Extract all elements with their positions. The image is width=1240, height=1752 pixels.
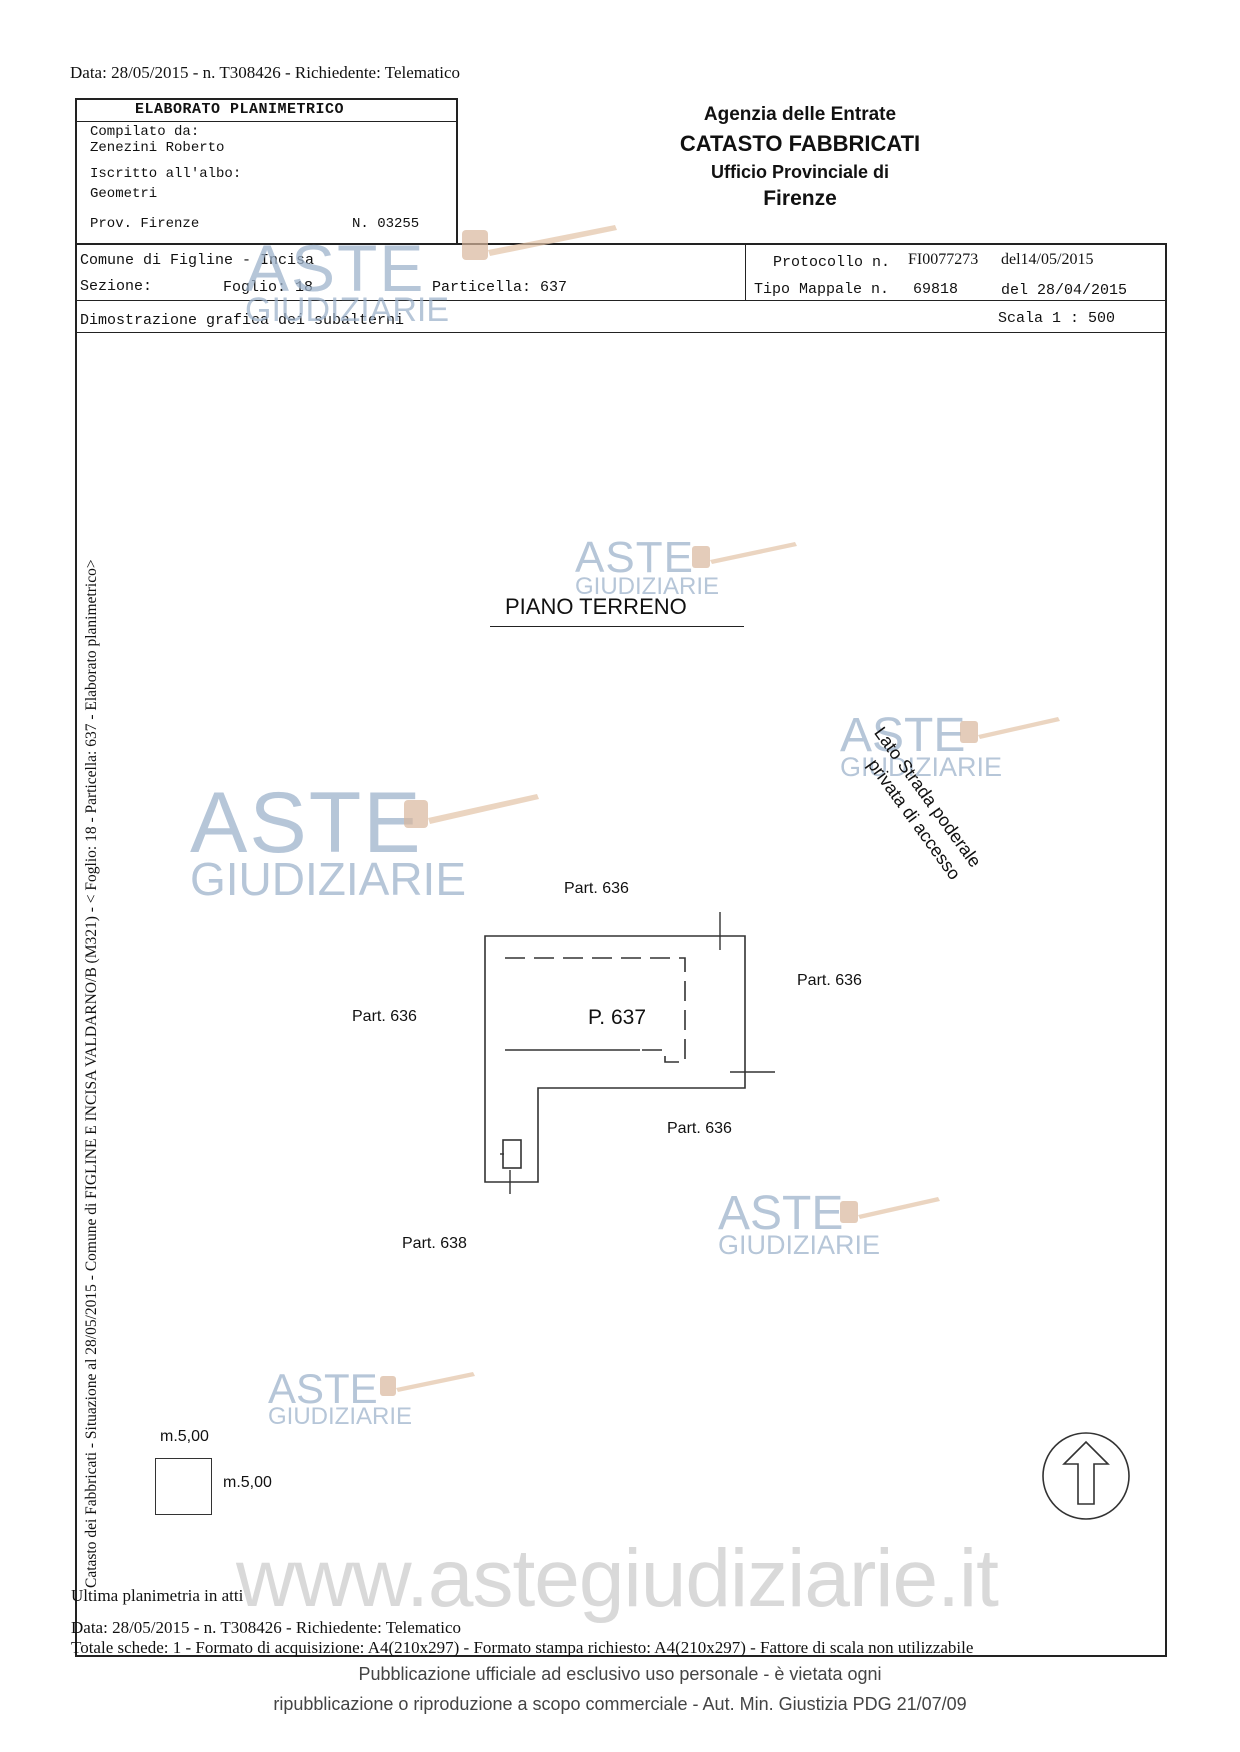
protocollo-label: Protocollo n. [773, 254, 891, 271]
building-footprint-dashed [505, 957, 686, 1063]
frame-main-top [75, 243, 1167, 245]
scale: Scala 1 : 500 [998, 310, 1116, 327]
gavel-watermark-icon [462, 225, 617, 260]
frame-main-right [1165, 243, 1167, 1657]
publication-notice-2: ripubblicazione o riproduzione a scopo c… [273, 1694, 967, 1714]
elaborato-title: ELABORATO PLANIMETRICO [135, 101, 345, 118]
info-row-divider-2 [75, 332, 1167, 333]
footer-data: Data: 28/05/2015 - n. T308426 - Richiede… [71, 1618, 462, 1637]
compilato-label: Compilato da: [90, 124, 200, 140]
protocollo-date: del14/05/2015 [1001, 251, 1094, 268]
plan-title-underline [490, 626, 744, 627]
parcel-plan-drawing [484, 912, 775, 1194]
tipo-mappale-label: Tipo Mappale n. [754, 281, 890, 298]
agency-office: Ufficio Provinciale di [710, 162, 890, 182]
frame-main-left [75, 243, 77, 1657]
gavel-watermark-icon [404, 794, 539, 828]
part-label-bottom-right: Part. 636 [667, 1120, 732, 1137]
compilato-name: Zenezini Roberto [90, 140, 225, 156]
gavel-watermark-icon [692, 542, 797, 568]
frame-top-left [75, 98, 458, 100]
part-label-top: Part. 636 [564, 880, 629, 897]
north-arrow-icon [1042, 1432, 1130, 1520]
watermark-giudiziarie-word: GIUDIZIARIE [190, 853, 467, 905]
protocollo-value: FI0077273 [908, 251, 979, 268]
frame-main-bottom [75, 1655, 1167, 1657]
particella: Particella: 637 [432, 279, 568, 296]
footer-ultima: Ultima planimetria in atti [71, 1586, 244, 1605]
comune: Comune di Figline - Incisa [80, 252, 315, 269]
foglio: Foglio: 18 [223, 279, 314, 296]
dimostrazione: Dimostrazione grafica dei subalterni [80, 312, 405, 329]
part-label-bottom-left: Part. 638 [402, 1235, 467, 1252]
iscritto-label: Iscritto all'albo: [90, 166, 242, 182]
gavel-watermark-icon [960, 717, 1060, 743]
agency-name: Agenzia delle Entrate [703, 104, 897, 125]
registration-number: N. 03255 [352, 216, 420, 232]
parcel-label: P. 637 [588, 1006, 647, 1029]
info-row-divider-1 [75, 300, 1167, 301]
info-col-divider [745, 243, 746, 300]
header-request-line: Data: 28/05/2015 - n. T308426 - Richiede… [70, 63, 461, 82]
agency-city: Firenze [763, 187, 837, 210]
part-label-left: Part. 636 [352, 1008, 417, 1025]
agency-catasto: CATASTO FABBRICATI [679, 131, 921, 156]
side-catasto-text: Catasto dei Fabbricati - Situazione al 2… [83, 559, 100, 1588]
scale-square [155, 1458, 212, 1515]
scale-horizontal-label: m.5,00 [160, 1428, 209, 1445]
iscritto-value: Geometri [90, 186, 158, 202]
frame-left [75, 98, 77, 244]
gavel-watermark-icon [840, 1197, 940, 1223]
part-label-right: Part. 636 [797, 972, 862, 989]
watermark-url: www.astegiudiziarie.it [236, 1533, 999, 1624]
gavel-watermark-icon [380, 1372, 475, 1396]
tipo-mappale-date: del 28/04/2015 [1001, 282, 1128, 299]
frame-elaborato-right [456, 98, 458, 244]
scale-vertical-label: m.5,00 [223, 1474, 272, 1491]
province: Prov. Firenze [90, 216, 200, 232]
footer-totale: Totale schede: 1 - Formato di acquisizio… [71, 1638, 974, 1657]
plan-title: PIANO TERRENO [505, 594, 687, 619]
small-structure [502, 1139, 522, 1169]
parcel-outline [484, 935, 746, 1183]
frame-elaborato-title-bottom [75, 121, 458, 122]
tipo-mappale-value: 69818 [913, 281, 959, 298]
publication-notice-1: Pubblicazione ufficiale ad esclusivo uso… [358, 1664, 882, 1684]
sezione: Sezione: [80, 278, 153, 295]
watermark-giudiziarie-word: GIUDIZIARIE [718, 1230, 881, 1260]
